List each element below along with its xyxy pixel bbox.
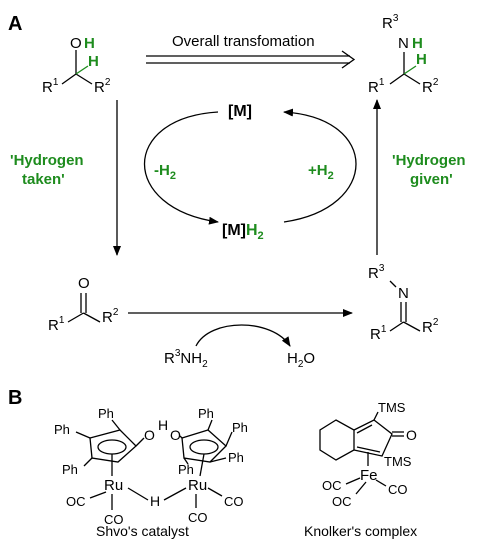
svg-text:TMS: TMS (384, 454, 412, 469)
hydrogen-taken-label: 'Hydrogen taken' (10, 152, 88, 188)
amine-structure: R3 N H H R1 R2 (368, 13, 439, 96)
svg-text:N: N (398, 35, 409, 52)
svg-text:R2: R2 (102, 307, 119, 326)
knolker-complex-structure: O TMS TMS Fe OC OC CO (319, 400, 417, 509)
svg-text:R2: R2 (94, 77, 111, 96)
water-label: H2O (287, 350, 315, 370)
plus-h2-label: +H2 (308, 162, 334, 182)
svg-text:Fe: Fe (360, 467, 378, 484)
catalytic-cycle (144, 108, 357, 225)
svg-text:CO: CO (388, 482, 408, 497)
amine-reagent-label: R3NH2 (164, 348, 208, 370)
svg-text:O: O (170, 427, 181, 443)
svg-text:R2: R2 (422, 317, 439, 336)
svg-text:H: H (150, 493, 160, 509)
svg-text:R1: R1 (48, 315, 65, 334)
minus-h2-label: -H2 (154, 162, 176, 182)
hydrogen-given-label: 'Hydrogen given' (392, 152, 470, 188)
svg-text:Ph: Ph (54, 422, 70, 437)
reagent-curved-arrow (195, 324, 291, 347)
svg-text:R1: R1 (368, 77, 385, 96)
svg-text:Ru: Ru (104, 477, 123, 494)
svg-text:R1: R1 (370, 324, 387, 343)
metal-dihydride-label: [M]H2 (222, 222, 264, 242)
svg-text:CO: CO (224, 494, 244, 509)
svg-text:R2: R2 (422, 77, 439, 96)
svg-text:OC: OC (322, 478, 342, 493)
svg-text:Ph: Ph (178, 462, 194, 477)
alcohol-structure: O H H R1 R2 (42, 35, 111, 96)
svg-text:Ph: Ph (228, 450, 244, 465)
svg-text:O: O (70, 35, 82, 52)
svg-text:R3: R3 (382, 13, 399, 32)
imine-structure: R3 N R1 R2 (368, 263, 439, 343)
svg-text:CO: CO (104, 512, 124, 527)
svg-text:H: H (416, 51, 427, 68)
svg-text:TMS: TMS (378, 400, 406, 415)
svg-text:N: N (398, 285, 409, 302)
ketone-structure: O R1 R2 (48, 275, 119, 334)
overall-double-arrow (146, 50, 356, 69)
panel-a-label: A (8, 13, 22, 35)
svg-text:H: H (412, 35, 423, 52)
svg-text:O: O (78, 275, 90, 292)
shvo-catalyst-structure: Ph Ph Ph Ph Ph Ph Ph O H O Ru Ru H OC C (54, 406, 248, 527)
svg-text:H: H (158, 417, 168, 433)
svg-text:OC: OC (66, 494, 86, 509)
svg-text:Ph: Ph (98, 406, 114, 421)
svg-text:O: O (406, 427, 417, 443)
svg-text:Ru: Ru (188, 477, 207, 494)
knolker-caption: Knolker's complex (304, 523, 417, 539)
svg-text:Ph: Ph (62, 462, 78, 477)
svg-text:H: H (88, 53, 99, 70)
metal-label: [M] (228, 103, 252, 120)
overall-transformation-label: Overall transfomation (172, 33, 315, 50)
svg-text:H: H (84, 35, 95, 52)
svg-text:Ph: Ph (198, 406, 214, 421)
svg-text:R3: R3 (368, 263, 385, 282)
svg-text:O: O (144, 427, 155, 443)
svg-text:CO: CO (188, 510, 208, 525)
panel-b-label: B (8, 387, 22, 409)
shvo-caption: Shvo's catalyst (96, 523, 189, 539)
svg-text:OC: OC (332, 494, 352, 509)
svg-text:Ph: Ph (232, 420, 248, 435)
svg-text:R1: R1 (42, 77, 59, 96)
